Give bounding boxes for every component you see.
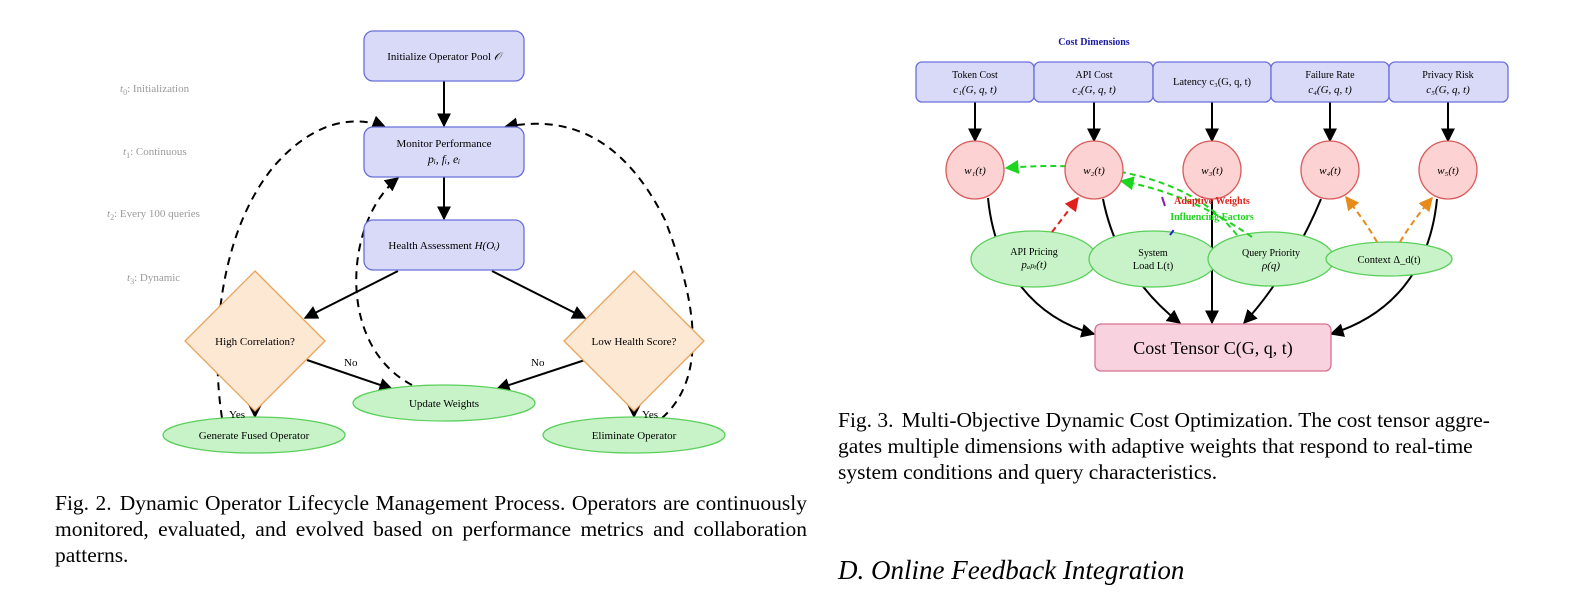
- svg-text:c₄(G, q, t): c₄(G, q, t): [1308, 84, 1352, 96]
- svg-text:Initialize Operator Pool 𝒪: Initialize Operator Pool 𝒪: [387, 51, 504, 63]
- svg-text:w₁(t): w₁(t): [964, 165, 986, 177]
- dim-api-cost: API Cost c₂(G, q, t): [1033, 61, 1154, 103]
- factor-system-load: System Load L(t): [1088, 230, 1218, 288]
- cost-dimensions-header: Cost Dimensions: [1058, 37, 1130, 48]
- svg-text:Query Priority: Query Priority: [1242, 248, 1300, 259]
- fig3-caption: Fig. 3.Multi-Objective Dynamic Cost Opti…: [838, 408, 1490, 484]
- cost-tensor-node: Cost Tensor C(G, q, t): [1094, 323, 1332, 372]
- edge-label-no-left: No: [344, 357, 358, 369]
- svg-text:Failure Rate: Failure Rate: [1305, 70, 1355, 81]
- fig2-lifecycle-diagram: t0: Initialization t1: Continuous t2: Ev…: [107, 30, 726, 454]
- edge-label-yes-right: Yes: [642, 409, 658, 421]
- dim-failure-rate: Failure Rate c₄(G, q, t): [1270, 61, 1390, 103]
- loop-fused-to-monitor: [216, 115, 387, 419]
- factor-query-priority: Query Priority ρ(q): [1207, 231, 1335, 287]
- svg-text:Monitor Performance: Monitor Performance: [397, 138, 492, 150]
- svg-text:c₁(G, q, t): c₁(G, q, t): [953, 84, 997, 96]
- factor-context: Context Δ_d(t): [1325, 241, 1453, 277]
- svg-text:w₅(t): w₅(t): [1437, 165, 1459, 177]
- time-label-2: t2: Every 100 queries: [107, 208, 200, 222]
- weight-w5: w₅(t): [1418, 140, 1478, 200]
- arrow-blue-short: [1169, 226, 1177, 236]
- svg-text:Update Weights: Update Weights: [409, 398, 479, 410]
- svg-text:Cost Tensor C(G, q, t): Cost Tensor C(G, q, t): [1133, 338, 1292, 359]
- influencing-factors-label: Influencing Factors: [1170, 212, 1254, 223]
- adaptive-weights-label: Adaptive Weights: [1174, 196, 1250, 207]
- arrow-priority-w1: [1004, 159, 1238, 236]
- node-monitor: Monitor Performance pᵢ, fᵢ, eᵢ: [363, 126, 525, 178]
- edge-highcorr-update: [306, 359, 394, 392]
- arrow-pricing-w2: [1051, 196, 1079, 233]
- node-low-health: Low Health Score?: [563, 270, 705, 412]
- svg-text:High Correlation?: High Correlation?: [215, 336, 295, 348]
- arrow-priority-w2: [1119, 176, 1253, 238]
- weight-w3: w₃(t): [1182, 140, 1242, 200]
- weight-w4: w₄(t): [1300, 140, 1360, 200]
- node-update-weights: Update Weights: [352, 384, 536, 422]
- arrow-context-w4: [1345, 195, 1378, 243]
- loop-eliminate-to-monitor: [503, 117, 694, 419]
- svg-text:Load L(t): Load L(t): [1133, 261, 1174, 272]
- node-health: Health Assessment H(Oᵢ): [363, 219, 525, 271]
- time-label-3: t3: Dynamic: [127, 272, 180, 286]
- weight-w1: w₁(t): [945, 140, 1005, 200]
- influencing-factors: API Pricing pₐₚᵢ(t) System Load L(t) Que…: [970, 230, 1453, 288]
- edge-health-highcorr: [303, 270, 399, 319]
- dim-token-cost: Token Cost c₁(G, q, t): [915, 61, 1035, 103]
- edge-label-no-right: No: [531, 357, 545, 369]
- weights: w₁(t) w₂(t) w₃(t) w₄(t) w₅(t): [945, 140, 1478, 200]
- factor-api-pricing: API Pricing pₐₚᵢ(t): [970, 230, 1098, 288]
- svg-text:pᵢ, fᵢ, eᵢ: pᵢ, fᵢ, eᵢ: [427, 152, 460, 166]
- section-heading: D. Online Feedback Integration: [838, 555, 1185, 585]
- svg-text:Privacy Risk: Privacy Risk: [1422, 70, 1473, 81]
- curve-w5-tensor: [1329, 198, 1438, 337]
- svg-text:c₅(G, q, t): c₅(G, q, t): [1426, 84, 1470, 96]
- svg-text:pₐₚᵢ(t): pₐₚᵢ(t): [1020, 259, 1047, 271]
- svg-text:c₂(G, q, t): c₂(G, q, t): [1072, 84, 1116, 96]
- arrow-context-w5: [1399, 196, 1433, 243]
- svg-text:System: System: [1138, 248, 1168, 259]
- svg-text:w₄(t): w₄(t): [1319, 165, 1341, 177]
- fig2-caption: Fig. 2.Dynamic Operator Lifecycle Manage…: [55, 491, 807, 567]
- fig3-cost-diagram: Cost Dimensions Token Cost c₁(G, q, t): [915, 37, 1509, 372]
- node-eliminate: Eliminate Operator: [542, 416, 726, 454]
- svg-text:API Pricing: API Pricing: [1010, 247, 1058, 258]
- weight-w2: w₂(t): [1064, 140, 1124, 200]
- time-label-1: t1: Continuous: [123, 146, 187, 160]
- time-label-0: t0: Initialization: [120, 83, 190, 97]
- svg-text:w₃(t): w₃(t): [1201, 165, 1223, 177]
- cost-dimensions: Token Cost c₁(G, q, t) API Cost c₂(G, q,…: [915, 61, 1509, 103]
- edge-lowhealth-update: [495, 359, 586, 392]
- svg-text:Latency c₃(G, q, t): Latency c₃(G, q, t): [1173, 77, 1252, 88]
- svg-text:Token Cost: Token Cost: [952, 70, 998, 81]
- arrow-purple-short: [1161, 196, 1166, 207]
- edge-label-yes-left: Yes: [229, 409, 245, 421]
- edge-health-lowhealth: [491, 270, 587, 319]
- dim-latency: Latency c₃(G, q, t): [1152, 61, 1272, 103]
- node-high-correlation: High Correlation?: [184, 270, 326, 412]
- svg-text:w₂(t): w₂(t): [1083, 165, 1105, 177]
- node-generate-fused: Generate Fused Operator: [162, 416, 346, 454]
- svg-text:ρ(q): ρ(q): [1261, 260, 1280, 272]
- svg-text:Generate Fused Operator: Generate Fused Operator: [199, 430, 310, 442]
- svg-text:Health Assessment H(Oᵢ): Health Assessment H(Oᵢ): [388, 240, 499, 252]
- svg-text:API Cost: API Cost: [1076, 70, 1113, 81]
- svg-text:Context Δ_d(t): Context Δ_d(t): [1357, 255, 1421, 266]
- dim-privacy-risk: Privacy Risk c₅(G, q, t): [1388, 61, 1509, 103]
- loop-update-to-monitor: [355, 177, 413, 386]
- svg-text:Low Health Score?: Low Health Score?: [592, 336, 677, 348]
- svg-text:Eliminate Operator: Eliminate Operator: [592, 430, 677, 442]
- node-init: Initialize Operator Pool 𝒪: [363, 30, 525, 82]
